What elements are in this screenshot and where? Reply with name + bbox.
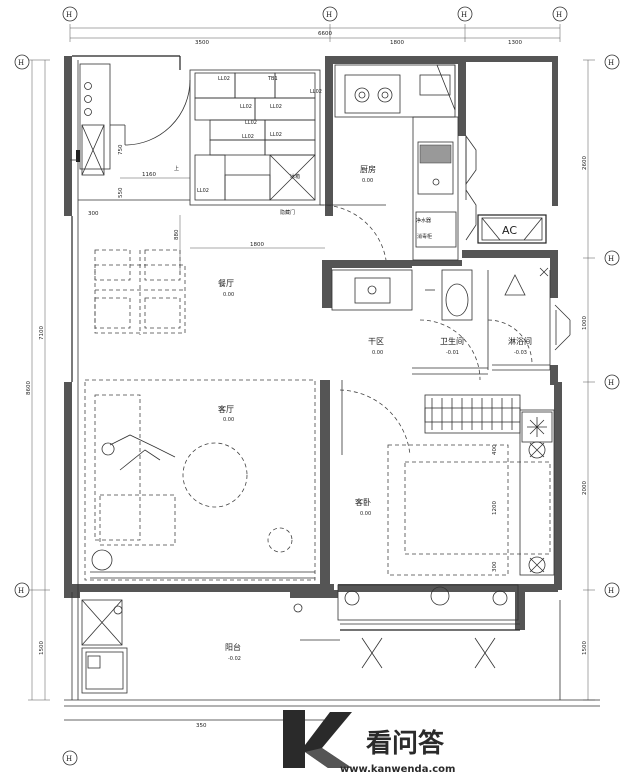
water-purifier-label: 净水器 — [416, 217, 431, 224]
storage-door-label: 隐藏门 — [280, 209, 295, 216]
k-logo-icon — [283, 710, 352, 768]
dimension-lines — [28, 24, 595, 701]
svg-text:H: H — [608, 59, 614, 67]
svg-text:H: H — [608, 255, 614, 263]
dim-right-1: 2600 — [582, 156, 588, 170]
bedroom-level: 0.00 — [360, 511, 371, 517]
axis-left-3: H — [62, 750, 78, 766]
axis-top-2: H — [322, 6, 338, 22]
dim-left-1: 7100 — [39, 326, 45, 340]
storage-cabinet-block — [189, 69, 387, 261]
balcony-fixtures — [81, 599, 303, 694]
svg-text:H: H — [608, 587, 614, 595]
dining-level: 0.00 — [223, 292, 234, 298]
dim-top-3: 1300 — [508, 40, 522, 46]
toilet-label: 卫生间 — [440, 336, 464, 346]
axis-right-4: H — [604, 582, 620, 598]
dim-inner-300: 300 — [88, 211, 99, 217]
svg-text:H: H — [326, 11, 332, 19]
ac-unit: AC — [477, 214, 547, 244]
bedroom-furniture — [337, 380, 555, 669]
axis-top-1: H — [62, 6, 78, 22]
dim-bed-400: 400 — [492, 444, 498, 455]
dim-top-2: 1800 — [390, 40, 404, 46]
kitchen-level: 0.00 — [362, 178, 373, 184]
entry-label: 上 — [174, 165, 179, 172]
cabinet-code: LL02 — [197, 188, 209, 194]
dim-inner-550: 550 — [118, 187, 124, 198]
living-furniture — [70, 159, 316, 581]
dim-right-4: 1500 — [582, 641, 588, 655]
dim-left-overall: 8600 — [26, 381, 32, 395]
cabinet-code: LL02 — [310, 89, 322, 95]
dim-inner-1160: 1160 — [142, 172, 156, 178]
cabinet-code: LL02 — [218, 76, 230, 82]
dim-top-overall: 6600 — [318, 31, 332, 37]
watermark-brand: 看问答 — [366, 728, 445, 759]
cabinet-code: LL02 — [245, 120, 257, 126]
bathroom-fixtures — [331, 267, 571, 381]
dim-right-2: 1000 — [582, 316, 588, 330]
outline-lines — [64, 55, 600, 721]
svg-text:H: H — [18, 587, 24, 595]
dining-table — [94, 249, 186, 335]
dim-inner-750: 750 — [118, 144, 124, 155]
entry-cabinet — [76, 63, 191, 201]
axis-left-1: H — [14, 54, 30, 70]
shower-level: -0.03 — [514, 350, 527, 356]
cabinet-code: LL02 — [240, 104, 252, 110]
axis-right-1: H — [604, 54, 620, 70]
cabinet-code: LL02 — [242, 134, 254, 140]
balcony-level: -0.02 — [228, 656, 241, 662]
walls — [64, 56, 562, 630]
dim-left-2: 1500 — [39, 641, 45, 655]
dim-top-1: 3500 — [195, 40, 209, 46]
toilet-level: -0.01 — [446, 350, 459, 356]
watermark-url: www.kanwenda.com — [340, 764, 455, 775]
dim-right-3: 2000 — [582, 481, 588, 495]
cabinet-code: LL02 — [270, 132, 282, 138]
kitchen-fixtures: 净水器 消毒柜 — [334, 64, 477, 261]
axis-markers: H H H H H H H H H H H — [14, 6, 620, 766]
living-level: 0.00 — [223, 417, 234, 423]
shower-label: 淋浴间 — [508, 336, 532, 346]
svg-text:H: H — [18, 59, 24, 67]
balcony-label: 阳台 — [225, 642, 241, 652]
cabinet-code: TB1 — [267, 76, 278, 82]
svg-text:H: H — [608, 379, 614, 387]
axis-top-3: H — [457, 6, 473, 22]
cabinet-code: LL02 — [270, 104, 282, 110]
axis-top-4: H — [552, 6, 568, 22]
dry-zone-level: 0.00 — [372, 350, 383, 356]
dim-bottom-350: 350 — [196, 723, 207, 729]
axis-right-3: H — [604, 374, 620, 390]
disinfection-cabinet-label: 消毒柜 — [417, 233, 432, 240]
ac-label: AC — [502, 224, 517, 237]
svg-text:H: H — [461, 11, 467, 19]
fridge-label: 冰箱 — [290, 173, 300, 180]
svg-text:H: H — [66, 755, 72, 763]
kitchen-label: 厨房 — [360, 164, 376, 174]
svg-text:H: H — [66, 11, 72, 19]
cabinet-codes: LL02 TB1 LL02 LL02 LL02 LL02 LL02 LL02 L… — [174, 76, 322, 216]
dim-inner-880: 880 — [174, 229, 180, 240]
dining-label: 餐厅 — [218, 279, 234, 288]
bedroom-label: 客卧 — [355, 497, 371, 507]
dim-inner-1800: 1800 — [250, 242, 264, 248]
svg-text:H: H — [556, 11, 562, 19]
axis-right-2: H — [604, 250, 620, 266]
axis-left-2: H — [14, 582, 30, 598]
dim-bed-1200: 1200 — [492, 501, 498, 515]
dimension-labels: 6600 3500 1800 1300 8600 7100 1500 2600 … — [26, 31, 588, 729]
watermark: 看问答 www.kanwenda.com — [283, 710, 455, 775]
living-label: 客厅 — [218, 404, 234, 414]
dim-bed-300: 300 — [492, 561, 498, 572]
dry-zone-label: 干区 — [368, 337, 384, 346]
